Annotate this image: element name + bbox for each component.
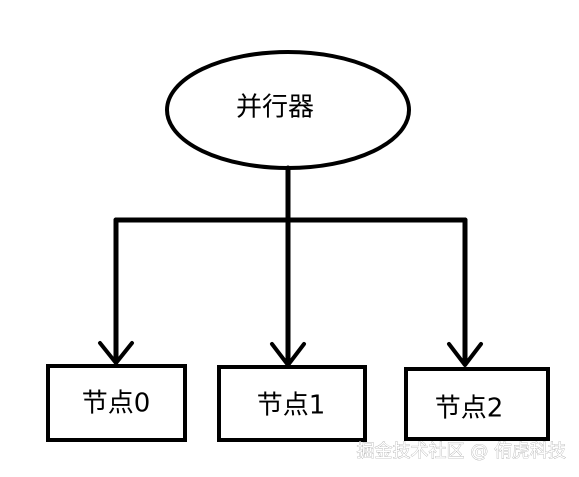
node-2-label: 节点2 bbox=[435, 394, 504, 424]
root-label: 并行器 bbox=[236, 93, 314, 123]
node-2: 节点2 bbox=[404, 367, 550, 441]
arrowhead-node-2 bbox=[447, 342, 483, 367]
node-0-box bbox=[46, 364, 187, 442]
node-2-box bbox=[404, 367, 550, 441]
watermark-text: 掘金技术社区 @ 侑虎科技 bbox=[357, 441, 566, 462]
node-0: 节点0 bbox=[46, 364, 187, 442]
node-0-label: 节点0 bbox=[82, 389, 151, 419]
node-1: 节点1 bbox=[217, 365, 367, 442]
root-node: 并行器 bbox=[165, 50, 411, 170]
node-1-box bbox=[217, 365, 367, 442]
node-1-label: 节点1 bbox=[257, 391, 326, 421]
arrowhead-node-0 bbox=[98, 341, 134, 365]
connectors bbox=[98, 165, 483, 367]
